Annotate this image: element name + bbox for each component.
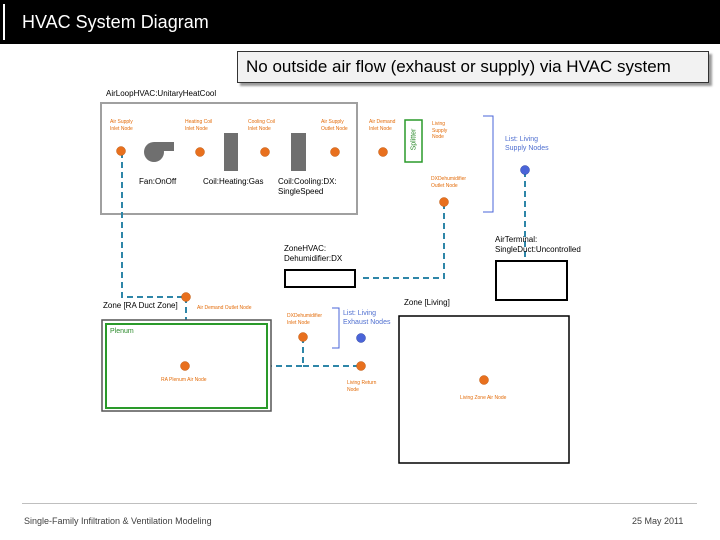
footer-left: Single-Family Infiltration & Ventilation…	[24, 516, 212, 526]
node-living-exhaust	[356, 333, 366, 343]
label-dx-outlet: DXDehumidifier Outlet Node	[431, 176, 467, 189]
cooling-coil-icon	[291, 133, 306, 171]
supply-list-bracket	[483, 115, 494, 213]
flow-line-return	[121, 152, 186, 298]
callout-text: No outside air flow (exhaust or supply) …	[246, 57, 671, 76]
label-supply-list: List: Living Supply Nodes	[505, 136, 549, 152]
footer-right: 25 May 2011	[632, 516, 684, 526]
label-living-zone-air: Living Zone Air Node	[460, 395, 507, 401]
label-air-supply-outlet: Air Supply Outlet Node	[321, 119, 348, 132]
heating-coil-icon	[224, 133, 238, 171]
node-dx-outlet	[439, 197, 449, 207]
node-air-supply-inlet	[116, 146, 126, 156]
title-accent-line	[3, 4, 5, 40]
label-heating-coil-inlet: Heating Coil Inlet Node	[185, 119, 213, 132]
slide-title: HVAC System Diagram	[22, 12, 209, 32]
label-ra-duct-zone: Zone [RA Duct Zone]	[103, 301, 178, 310]
node-air-supply-outlet	[330, 147, 340, 157]
label-air-terminal: AirTerminal: SingleDuct:Uncontrolled	[495, 235, 581, 254]
flow-line-dehumidifier-outlet	[359, 203, 445, 279]
label-splitter: Splitter	[410, 128, 418, 151]
node-ra-plenum	[180, 361, 190, 371]
node-air-demand-outlet	[181, 292, 191, 302]
node-living-return	[356, 361, 366, 371]
title-bar: HVAC System Diagram	[0, 0, 720, 44]
label-living-zone: Zone [Living]	[404, 298, 450, 307]
label-cooling-coil-inlet: Cooling Coil Inlet Node	[248, 119, 275, 132]
node-heating-coil-inlet	[195, 147, 205, 157]
label-exhaust-list: List: Living Exhaust Nodes	[343, 310, 391, 326]
exhaust-list-bracket	[332, 307, 340, 349]
label-cooling-coil: Coil:Cooling:DX: SingleSpeed	[278, 177, 337, 196]
label-dx-inlet: DXDehumidifier Inlet Node	[287, 313, 323, 326]
label-air-supply-inlet: Air Supply Inlet Node	[110, 119, 133, 132]
dehumidifier-box	[284, 269, 356, 288]
label-heating-coil: Coil:Heating:Gas	[203, 177, 264, 186]
air-terminal-box	[495, 260, 568, 301]
plenum-box	[105, 323, 268, 409]
label-living-supply: Living Supply Node	[432, 121, 448, 140]
label-air-demand-inlet: Air Demand Inlet Node	[369, 119, 396, 132]
splitter-box	[404, 119, 423, 163]
node-cooling-coil-inlet	[260, 147, 270, 157]
airloop-title: AirLoopHVAC:UnitaryHeatCool	[106, 89, 217, 98]
node-dx-inlet	[298, 332, 308, 342]
label-dehumidifier: ZoneHVAC: Dehumidifier:DX	[284, 244, 343, 263]
label-fan: Fan:OnOff	[139, 177, 177, 186]
label-ra-plenum-node: RA Plenum Air Node	[161, 377, 207, 383]
fan-icon	[144, 142, 174, 162]
callout-box: No outside air flow (exhaust or supply) …	[237, 51, 709, 83]
living-zone-box	[398, 315, 570, 464]
node-air-demand-inlet	[378, 147, 388, 157]
label-air-demand-outlet: Air Demand Outlet Node	[197, 305, 252, 311]
label-plenum: Plenum	[110, 328, 134, 335]
node-living-supply	[520, 165, 530, 175]
node-living-zone-air	[479, 375, 489, 385]
label-living-return: Living Return Node	[347, 380, 377, 393]
footer-divider	[22, 503, 697, 504]
